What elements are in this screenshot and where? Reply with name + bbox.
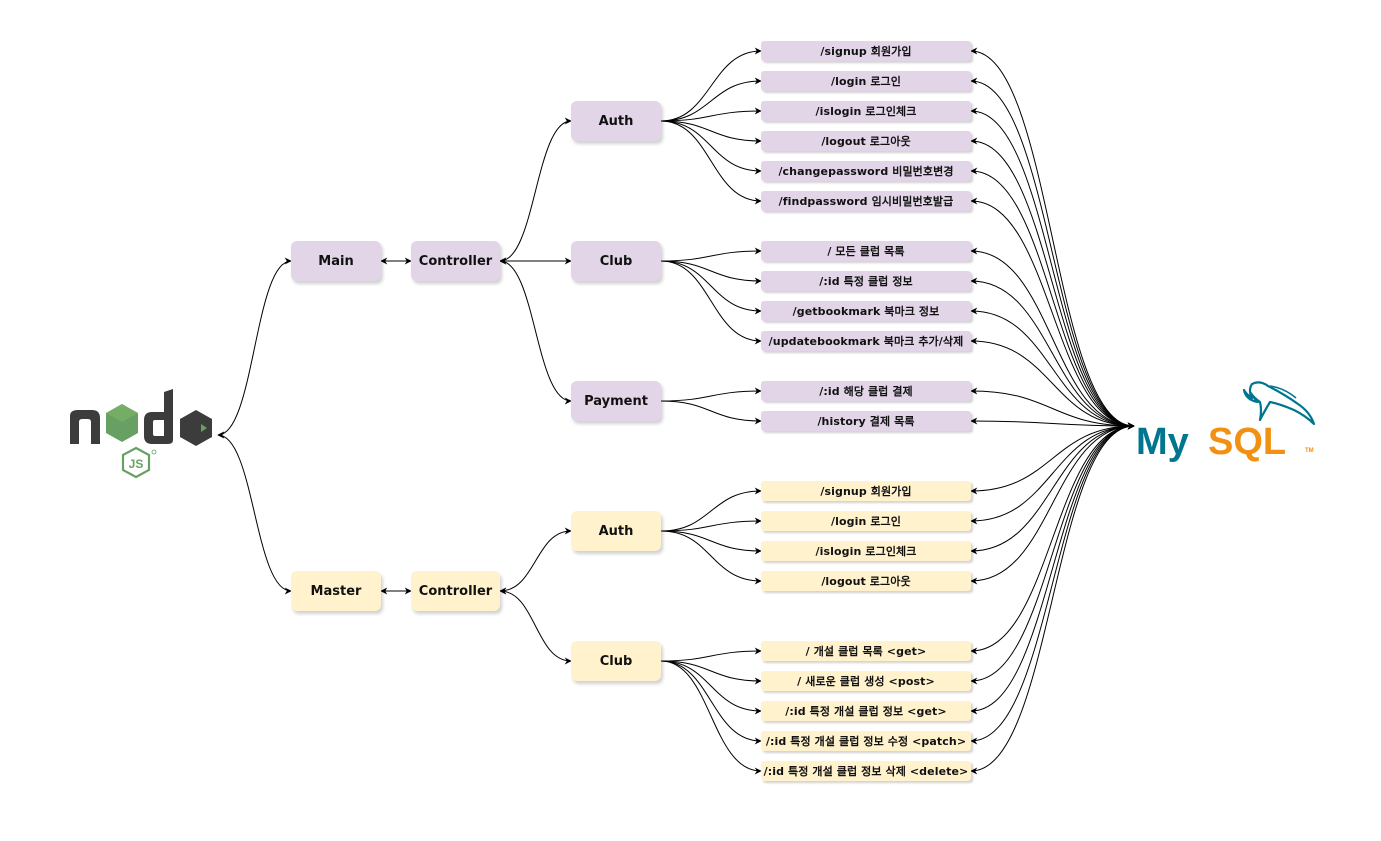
- node-letter-d: [144, 389, 173, 444]
- edge-n-m-club-l-m-c2: [660, 260, 762, 315]
- edge-n-m-auth-l-m-a5: [660, 120, 762, 205]
- edge-l-s-a1-mysql: [970, 422, 1135, 525]
- edge-l-m-a0-mysql: [970, 47, 1135, 430]
- route-main-club-updatebookmark: /updatebookmark 북마크 추가/삭제: [761, 331, 971, 351]
- edge-n-sctrl-n-s-club: [499, 587, 572, 665]
- js-badge-label: JS: [129, 457, 144, 471]
- mysql-logo: My SQL TM: [1134, 376, 1326, 468]
- edge-n-m-auth-l-m-a3: [660, 120, 762, 145]
- edge-n-s-club-l-s-c3: [660, 660, 762, 745]
- route-master-club-create: / 새로운 클럽 생성 <post>: [761, 671, 971, 691]
- route-main-auth-islogin: /islogin 로그인체크: [761, 101, 971, 121]
- edge-l-s-a3-mysql: [970, 422, 1135, 585]
- edge-node-master: [217, 431, 292, 595]
- edge-n-s-auth-l-s-a1: [660, 517, 762, 532]
- edge-l-s-c4-mysql: [970, 422, 1135, 775]
- route-main-auth-logout: /logout 로그아웃: [761, 131, 971, 151]
- dolphin-icon: [1242, 381, 1316, 426]
- edge-l-m-a2-mysql: [970, 107, 1135, 430]
- route-main-club-detail: /:id 특정 클럽 정보: [761, 271, 971, 291]
- route-main-payment-history: /history 결제 목록: [761, 411, 971, 431]
- edge-node-main: [217, 257, 292, 439]
- nodejs-logo: JS: [66, 388, 218, 480]
- edge-l-m-c1-mysql: [970, 277, 1135, 430]
- node-letter-e-hexagon: [180, 410, 212, 446]
- mysql-trademark: TM: [1305, 448, 1314, 454]
- edge-n-m-auth-l-m-a0: [660, 47, 762, 122]
- edge-n-mctrl-n-m-auth: [499, 117, 572, 265]
- master-node: Master: [291, 571, 381, 611]
- node-letter-n: [70, 410, 100, 444]
- edge-n-sctrl-n-s-auth: [499, 527, 572, 595]
- main-auth-node: Auth: [571, 101, 661, 141]
- edge-l-s-c0-mysql: [970, 422, 1135, 655]
- main-node: Main: [291, 241, 381, 281]
- edge-n-s-club-l-s-c2: [660, 660, 762, 715]
- edge-n-s-auth-l-s-a2: [660, 530, 762, 555]
- edge-n-s-club-l-s-c4: [660, 660, 762, 775]
- edge-n-s-auth-l-s-a3: [660, 530, 762, 585]
- edge-n-m-auth-l-m-a4: [660, 120, 762, 175]
- master-club-node: Club: [571, 641, 661, 681]
- edge-n-m-club-l-m-c1: [660, 260, 762, 285]
- main-payment-node: Payment: [571, 381, 661, 421]
- route-main-club-list: / 모든 클럽 목록: [761, 241, 971, 261]
- main-controller-node: Controller: [411, 241, 500, 281]
- mysql-word-sql: SQL: [1208, 421, 1286, 463]
- edge-n-s-auth-l-s-a0: [660, 487, 762, 532]
- edge-l-m-a1-mysql: [970, 77, 1135, 430]
- edge-n-m-pay-l-m-p0: [660, 387, 762, 402]
- route-master-club-detail: /:id 특정 개설 클럽 정보 <get>: [761, 701, 971, 721]
- edge-n-s-club-l-s-c0: [660, 647, 762, 662]
- edge-n-m-club-l-m-c3: [660, 260, 762, 345]
- edge-l-m-c0-mysql: [970, 247, 1135, 430]
- route-main-auth-changepassword: /changepassword 비밀번호변경: [761, 161, 971, 181]
- main-club-node: Club: [571, 241, 661, 281]
- route-master-club-delete: /:id 특정 개설 클럽 정보 삭제 <delete>: [761, 761, 971, 781]
- route-master-auth-logout: /logout 로그아웃: [761, 571, 971, 591]
- route-master-auth-login: /login 로그인: [761, 511, 971, 531]
- route-main-auth-signup: /signup 회원가입: [761, 41, 971, 61]
- edge-n-s-club-l-s-c1: [660, 660, 762, 685]
- edge-l-s-c2-mysql: [970, 422, 1135, 715]
- route-main-auth-findpassword: /findpassword 임시비밀번호발급: [761, 191, 971, 211]
- edge-n-m-auth-l-m-a2: [660, 107, 762, 122]
- route-master-club-list: / 개설 클럽 목록 <get>: [761, 641, 971, 661]
- edge-n-m-auth-l-m-a1: [660, 77, 762, 122]
- edge-n-mctrl-n-m-pay: [499, 257, 572, 405]
- route-master-auth-signup: /signup 회원가입: [761, 481, 971, 501]
- route-master-auth-islogin: /islogin 로그인체크: [761, 541, 971, 561]
- edge-n-m-pay-l-m-p1: [660, 400, 762, 425]
- master-auth-node: Auth: [571, 511, 661, 551]
- mysql-word-my: My: [1136, 421, 1189, 463]
- master-controller-node: Controller: [411, 571, 500, 611]
- route-main-payment-pay: /:id 해당 클럽 결제: [761, 381, 971, 401]
- route-master-club-update: /:id 특정 개설 클럽 정보 수정 <patch>: [761, 731, 971, 751]
- edge-n-m-club-l-m-c0: [660, 247, 762, 262]
- js-badge-hexagon: [121, 446, 151, 479]
- route-main-club-getbookmark: /getbookmark 북마크 정보: [761, 301, 971, 321]
- route-main-auth-login: /login 로그인: [761, 71, 971, 91]
